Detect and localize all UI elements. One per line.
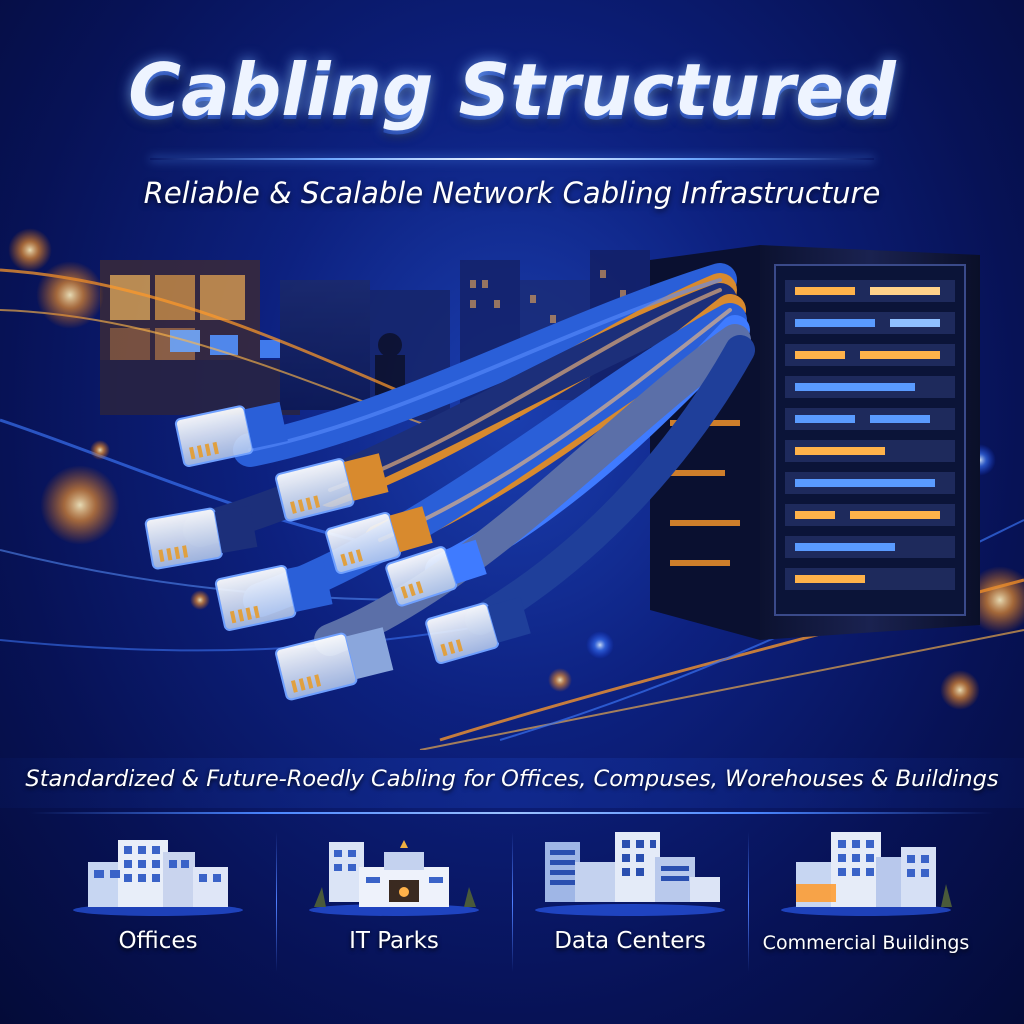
commercial-buildings-icon [781,832,952,916]
category-label: IT Parks [349,928,439,954]
category-data-centers: Data Centers [512,822,748,992]
category-commercial-buildings: Commercial Buildings [748,822,984,992]
category-offices: Offices [40,822,276,992]
hero-illustration [0,228,1024,750]
category-label: Commercial Buildings [762,932,970,954]
tagline-divider [30,812,994,814]
title-divider [150,158,874,160]
category-it-parks: IT Parks [276,822,512,992]
data-center-icon [535,832,725,916]
it-park-icon [309,840,479,916]
category-label: Data Centers [554,928,706,954]
page-title: Cabling Structured [128,48,896,132]
tagline: Standardized & Future-Roedly Cabling for… [25,766,999,792]
page-subtitle: Reliable & Scalable Network Cabling Infr… [143,176,881,210]
category-label: Offices [118,928,198,954]
category-row: Offices IT Parks [40,822,984,992]
office-buildings-icon [73,840,243,916]
rj45-connectors [144,401,531,701]
tagline-band [0,758,1024,808]
network-cables [183,263,755,656]
